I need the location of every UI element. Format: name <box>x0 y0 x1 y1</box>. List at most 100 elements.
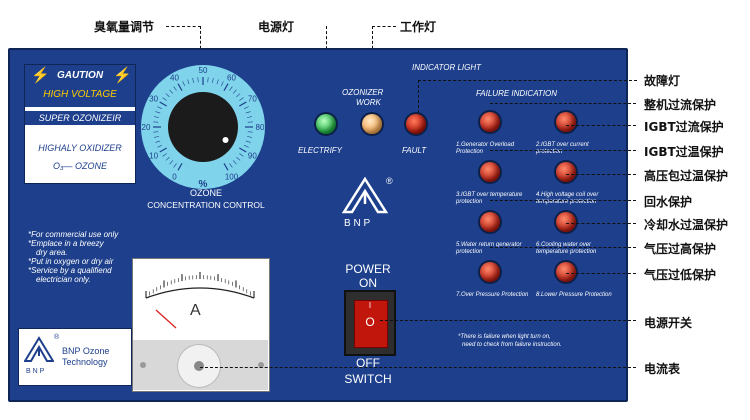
dial-tick <box>239 147 247 153</box>
switch-on-symbol: I <box>368 301 372 310</box>
dial-knob[interactable] <box>168 92 238 162</box>
callout-return-water: 回水保护 <box>644 195 693 209</box>
dial-tick <box>192 78 194 84</box>
ammeter-needle <box>155 309 177 329</box>
callout-fault-lamp: 故障灯 <box>644 74 681 88</box>
dial-tick <box>239 101 247 107</box>
caution-text: GAUTION <box>56 70 104 81</box>
dial-tick <box>247 121 253 123</box>
brand-bnp-text: B N P <box>26 368 45 375</box>
callout-power-switch: 电源开关 <box>644 316 693 330</box>
knob-indicator <box>222 137 229 143</box>
dial-tick <box>159 147 167 153</box>
bnp-logo-icon <box>342 176 388 214</box>
brand-registered: ® <box>54 334 60 341</box>
failure-label-6: 6.Cooling water over temperature protect… <box>536 242 597 255</box>
super-ozonizer-text: SUPER OZONIZEIR <box>25 111 135 125</box>
failure-lamp-8 <box>556 262 576 282</box>
dial-tick <box>239 97 244 101</box>
leader-line <box>566 174 636 175</box>
dial-tick-label: 20 <box>142 123 151 132</box>
callout-igbt-overtemp: IGBT过温保护 <box>644 145 724 159</box>
dial-tick <box>173 86 177 91</box>
usage-note-line: *For commercial use only <box>28 230 119 239</box>
lightning-icon: ⚡ <box>113 67 132 84</box>
ozonizer-work-line1: OZONIZER <box>342 88 384 97</box>
switch-label: SWITCH <box>344 372 392 386</box>
electrify-label: ELECTRIFY <box>298 146 343 155</box>
high-voltage-text: HIGH VOLTAGE <box>43 89 117 100</box>
usage-note-line: dry area. <box>36 248 68 257</box>
dial-tick <box>165 93 170 98</box>
leader-line <box>490 150 636 151</box>
dial-tick-label: 10 <box>149 152 158 161</box>
dial-unit: % <box>199 179 208 190</box>
dial-tick <box>187 79 190 85</box>
failure-label-4: 4.High voltage coil over temperature pro… <box>536 192 599 205</box>
callout-hv-overtemp: 高压包过温保护 <box>644 169 729 183</box>
failure-label-2: 2.IGBT over current protection <box>536 142 589 155</box>
usage-note-line: *Emplace in a breezy <box>28 239 104 248</box>
ozonizer-work-line2: WORK <box>356 98 381 107</box>
warning-box: ⚡ ⚡ GAUTION HIGH VOLTAGE SUPER OZONIZEIR… <box>24 64 136 184</box>
fault-lamp <box>406 114 426 134</box>
dial-tick <box>232 89 237 94</box>
dial-tick-label: 80 <box>256 123 265 132</box>
power-on-line1: POWER <box>345 262 391 276</box>
dial-tick-label: 40 <box>170 74 179 83</box>
dial-label-line1: OZONE <box>189 188 222 198</box>
failure-lamp-1 <box>480 112 500 132</box>
ammeter-screw <box>258 362 264 368</box>
dial-label-line2: CONCENTRATION CONTROL <box>147 200 265 210</box>
dial-tick <box>223 83 229 91</box>
dial-tick <box>232 160 237 165</box>
dial-tick <box>159 101 167 107</box>
work-lamp <box>362 114 382 134</box>
usage-notes: *For commercial use only*Emplace in a br… <box>28 230 140 284</box>
dial-tick <box>177 163 183 171</box>
callout-cooling-water: 冷却水过温保护 <box>644 218 729 232</box>
dial-tick <box>245 140 251 143</box>
callout-power-lamp: 电源灯 <box>258 20 295 34</box>
dial-tick <box>216 79 219 85</box>
leader-line <box>490 103 636 104</box>
failure-label-5: 5.Water return generator protection <box>456 242 522 255</box>
dial-tick <box>153 121 159 123</box>
brand-box <box>18 328 132 386</box>
brand-name-line1: BNP Ozone <box>62 346 110 356</box>
leader-work-h <box>372 26 396 27</box>
oxidizer-text: HIGHALY OXIDIZER <box>38 143 122 153</box>
callout-machine-overcurrent: 整机过流保护 <box>644 98 717 112</box>
lightning-icon: ⚡ <box>31 67 50 84</box>
failure-lamp-6 <box>556 212 576 232</box>
dial-tick <box>177 83 183 91</box>
dial-tick <box>247 131 253 133</box>
leader-line <box>566 125 636 126</box>
failure-lamp-7 <box>480 262 500 282</box>
ammeter-scale <box>145 272 255 329</box>
dial-tick <box>207 77 209 83</box>
brand-name-line2: Technology <box>62 357 108 367</box>
bnp-logo-text: B N P <box>344 218 371 229</box>
failure-label-1: 1.Generator Overload Protection <box>456 142 515 155</box>
callout-work-lamp: 工作灯 <box>400 20 437 34</box>
power-switch[interactable]: I O <box>344 290 396 356</box>
dial-tick <box>229 163 233 168</box>
dial-tick <box>154 116 160 118</box>
failure-label-3: 3.IGBT over temperature protection <box>456 192 523 205</box>
dial-tick <box>243 145 249 148</box>
leader-line <box>490 200 636 201</box>
dial-tick <box>153 131 159 133</box>
dial-tick <box>162 97 167 101</box>
leader-line <box>566 223 636 224</box>
failure-note-line2: need to check from failure instruction. <box>462 342 562 348</box>
dial-tick <box>155 111 161 114</box>
dial-tick <box>223 163 229 171</box>
failure-indication-heading: FAILURE INDICATION <box>476 89 558 98</box>
dial-tick-label: 0 <box>172 172 177 181</box>
dial-tick <box>243 106 249 109</box>
usage-note-line: *Service by a qualifiend <box>28 266 112 275</box>
off-label: OFF <box>356 356 380 370</box>
dial-scale <box>153 77 253 171</box>
